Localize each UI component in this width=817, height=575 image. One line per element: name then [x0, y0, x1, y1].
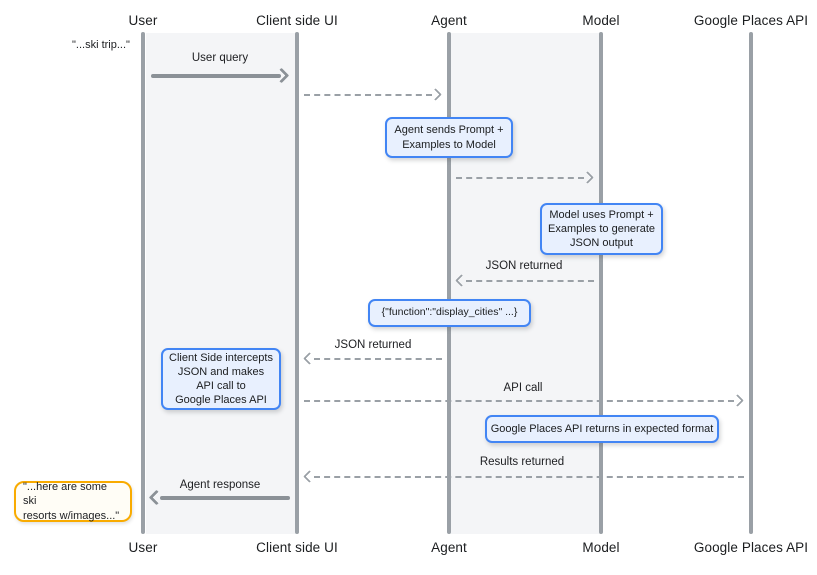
lifeline-google-places-api [749, 32, 753, 534]
arrow-line-client-to-api [304, 400, 734, 402]
message-label-results-returned: Results returned [479, 456, 565, 468]
arrow-line-agent-to-client [314, 358, 442, 360]
message-label-agent-response: Agent response [179, 479, 261, 491]
user-input-quote: "...ski trip..." [72, 39, 130, 51]
lifeline-user [141, 32, 145, 534]
message-label-json-returned-client: JSON returned [334, 339, 412, 351]
lane-band-agent-model [450, 33, 600, 534]
actor-bottom-agent: Agent [431, 540, 467, 555]
message-label-json-returned-agent: JSON returned [485, 260, 563, 272]
lane-band-user-clientui [146, 33, 296, 534]
lifeline-client-ui [295, 32, 299, 534]
note-client-intercepts: Client Side intercepts JSON and makes AP… [161, 348, 281, 410]
actor-top-model: Model [582, 13, 620, 28]
actor-bottom-google-places-api: Google Places API [693, 540, 809, 555]
actor-bottom-user: User [128, 540, 158, 555]
arrow-line-model-to-agent [466, 280, 594, 282]
arrowhead-right-icon [429, 88, 442, 101]
lifeline-model [599, 32, 603, 534]
arrowhead-right-icon [731, 394, 744, 407]
note-agent-sends-prompt: Agent sends Prompt + Examples to Model [385, 117, 513, 158]
arrow-line-api-to-client [314, 476, 744, 478]
arrowhead-left-icon [303, 470, 316, 483]
arrow-line-forward-to-agent [304, 94, 432, 96]
note-function-json: {"function":"display_cities" ...} [368, 299, 531, 327]
note-model-generates-json: Model uses Prompt + Examples to generate… [540, 203, 663, 255]
agent-output-quote-box: "...here are some ski resorts w/images..… [14, 481, 132, 522]
actor-top-user: User [128, 13, 158, 28]
arrow-line-agent-response [160, 496, 290, 500]
actor-top-agent: Agent [431, 13, 467, 28]
actor-bottom-client-ui: Client side UI [256, 540, 338, 555]
message-label-api-call: API call [503, 382, 543, 394]
arrow-line-agent-to-model [456, 177, 584, 179]
lifeline-agent [447, 32, 451, 534]
note-places-returns: Google Places API returns in expected fo… [485, 415, 719, 443]
actor-top-client-ui: Client side UI [256, 13, 338, 28]
arrowhead-left-icon [303, 352, 316, 365]
actor-top-google-places-api: Google Places API [693, 13, 809, 28]
actor-bottom-model: Model [582, 540, 620, 555]
arrow-line-user-query [151, 74, 281, 78]
message-label-user-query: User query [191, 52, 249, 64]
